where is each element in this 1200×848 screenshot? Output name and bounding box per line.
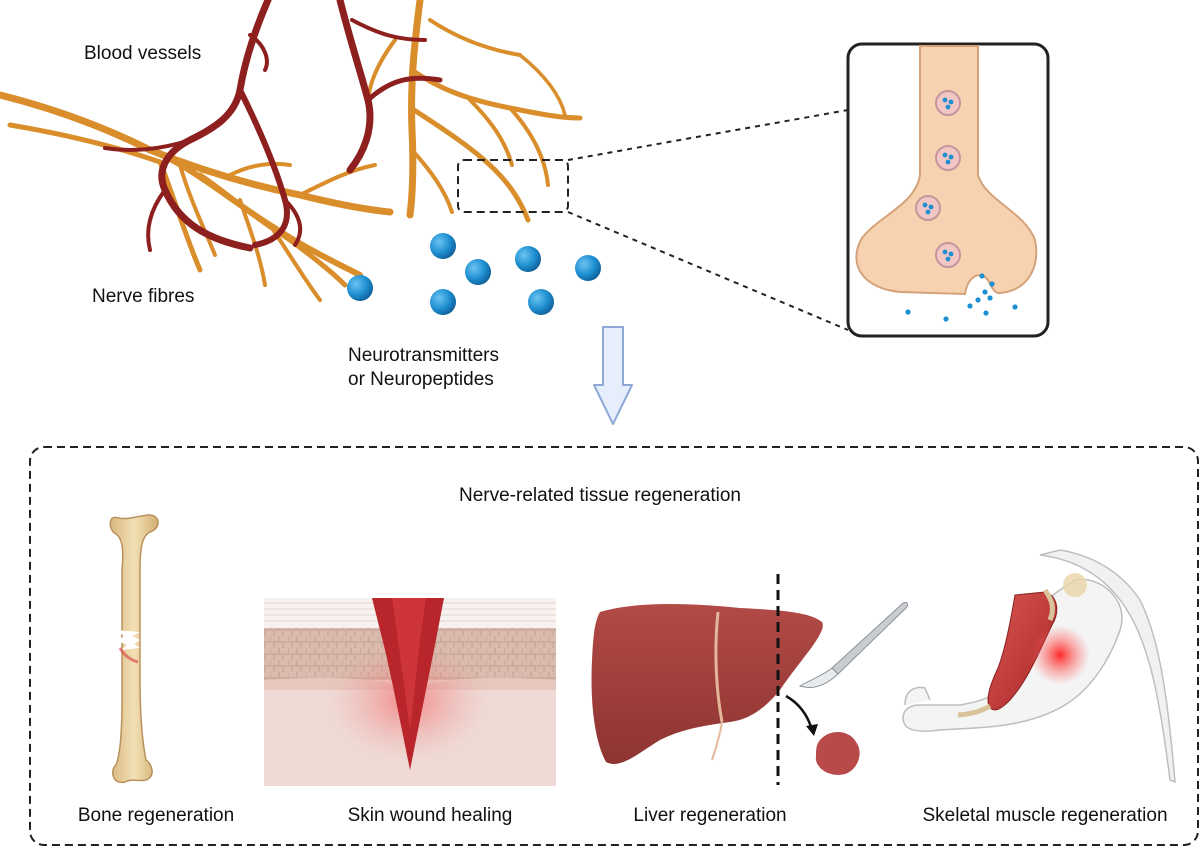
liver-fragment: [815, 731, 860, 775]
caption-liver-regeneration: Liver regeneration: [633, 805, 787, 826]
molecule: [430, 233, 456, 259]
molecule: [430, 289, 456, 315]
bone-illustration: [109, 514, 159, 784]
regeneration-panel: [29, 446, 1199, 846]
synapse-inset: [846, 42, 1050, 338]
released-molecules: [905, 273, 1018, 322]
caption-skeletal-muscle-regeneration: Skeletal muscle regeneration: [922, 805, 1168, 826]
synaptic-vesicles: [915, 90, 961, 268]
down-arrow-icon: [593, 326, 633, 425]
regeneration-panel-title: Nerve-related tissue regeneration: [459, 485, 741, 506]
neurotransmitters-label-line1: Neurotransmitters: [348, 345, 499, 366]
nerve-fibres-label: Nerve fibres: [92, 286, 195, 307]
arm-muscle-illustration: [902, 549, 1176, 784]
scalpel-icon: [798, 601, 909, 688]
liver-illustration: [591, 574, 909, 785]
molecule: [515, 246, 541, 272]
caption-skin-wound-healing: Skin wound healing: [347, 805, 513, 826]
zoom-region: [457, 109, 849, 331]
skin-wound-illustration: [264, 598, 556, 786]
neurotransmitters-label-line2: or Neuropeptides: [348, 369, 494, 390]
nerve-fibres: [0, 0, 583, 302]
neurotransmitters-label: Neurotransmitters or Neuropeptides: [348, 344, 499, 392]
molecule: [465, 259, 491, 285]
molecule: [347, 275, 373, 301]
molecule: [575, 255, 601, 281]
neurotransmitter-molecules: [347, 233, 601, 315]
curved-arrow-icon: [785, 694, 814, 731]
molecule: [528, 289, 554, 315]
blood-vessels: [103, 0, 443, 252]
blood-vessels-label: Blood vessels: [84, 43, 202, 64]
caption-bone-regeneration: Bone regeneration: [77, 805, 235, 826]
